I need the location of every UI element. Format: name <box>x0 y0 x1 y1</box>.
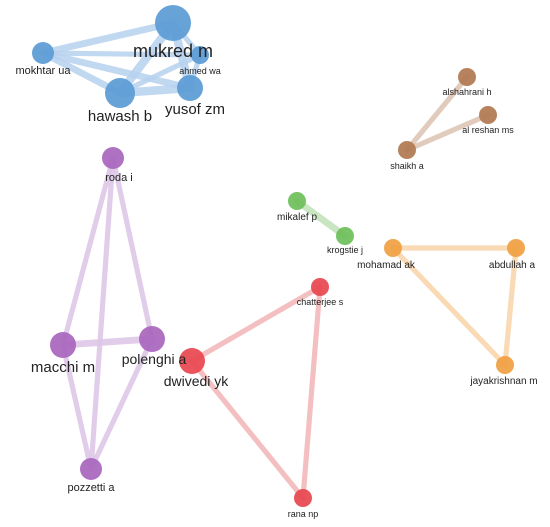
link-roda-i-macchi-m <box>60 155 116 348</box>
node-label-abdullah-a: abdullah a <box>489 260 536 271</box>
node-chatterjee-s <box>311 278 329 296</box>
node-alshahrani-h <box>458 68 476 86</box>
node-mukred-m <box>155 5 191 41</box>
node-label-mikalef-p: mikalef p <box>277 212 317 223</box>
node-label-hawash-b: hawash b <box>88 108 152 125</box>
node-krogstie-j <box>336 227 354 245</box>
node-label-mukred-m: mukred m <box>133 41 213 61</box>
link-dwivedi-yk-rana-np <box>189 358 306 501</box>
node-abdullah-a <box>507 239 525 257</box>
node-shaikh-a <box>398 141 416 159</box>
node-mikalef-p <box>288 192 306 210</box>
link-roda-i-polenghi-a <box>110 155 155 342</box>
node-jayakrishnan-m <box>496 356 514 374</box>
node-label-dwivedi-yk: dwivedi yk <box>164 373 230 389</box>
node-label-polenghi-a: polenghi a <box>122 351 187 367</box>
node-label-chatterjee-s: chatterjee s <box>297 297 344 307</box>
node-mohamad-ak <box>384 239 402 257</box>
node-al-reshan-ms <box>479 106 497 124</box>
link-mokhtar-ua-mukred-m <box>39 19 177 57</box>
node-hawash-b <box>105 78 135 108</box>
labels-layer: mukred m mokhtar ua ahmed wa hawash b yusof … <box>15 41 537 519</box>
node-pozzetti-a <box>80 458 102 480</box>
link-macchi-m-pozzetti-a <box>60 342 94 472</box>
link-al-reshan-ms-shaikh-a <box>404 112 491 153</box>
node-label-mokhtar-ua: mokhtar ua <box>15 65 71 77</box>
node-polenghi-a <box>139 326 165 352</box>
node-label-mohamad-ak: mohamad ak <box>357 260 416 271</box>
node-label-al-reshan-ms: al reshan ms <box>462 125 514 135</box>
link-mohamad-ak-jayakrishnan-m <box>390 245 508 368</box>
node-label-jayakrishnan-m: jayakrishnan m <box>469 376 537 387</box>
link-abdullah-a-jayakrishnan-m <box>502 245 519 368</box>
node-label-krogstie-j: krogstie j <box>327 245 363 255</box>
link-alshahrani-h-shaikh-a <box>404 74 470 153</box>
link-chatterjee-s-dwivedi-yk <box>189 284 323 364</box>
node-ahmed-wa <box>191 46 209 64</box>
node-label-roda-i: roda i <box>105 172 133 184</box>
node-dwivedi-yk <box>179 348 205 374</box>
node-roda-i <box>102 147 124 169</box>
node-label-pozzetti-a: pozzetti a <box>67 482 115 494</box>
node-label-yusof-zm: yusof zm <box>165 101 225 118</box>
node-label-alshahrani-h: alshahrani h <box>442 87 491 97</box>
node-rana-np <box>294 489 312 507</box>
link-mokhtar-ua-ahmed-wa <box>40 50 203 58</box>
node-label-macchi-m: macchi m <box>31 359 95 376</box>
nodes-layer <box>32 5 525 507</box>
link-polenghi-a-pozzetti-a <box>88 336 155 472</box>
node-mokhtar-ua <box>32 42 54 64</box>
link-macchi-m-polenghi-a <box>59 335 156 349</box>
link-roda-i-pozzetti-a <box>88 155 116 472</box>
link-mikalef-p-krogstie-j <box>293 197 349 240</box>
node-yusof-zm <box>177 75 203 101</box>
node-label-shaikh-a: shaikh a <box>390 161 424 171</box>
link-mokhtar-ua-yusof-zm <box>39 49 194 92</box>
node-label-rana-np: rana np <box>288 509 319 519</box>
node-label-ahmed-wa: ahmed wa <box>179 66 221 76</box>
node-macchi-m <box>50 332 76 358</box>
link-chatterjee-s-rana-np <box>300 284 323 501</box>
